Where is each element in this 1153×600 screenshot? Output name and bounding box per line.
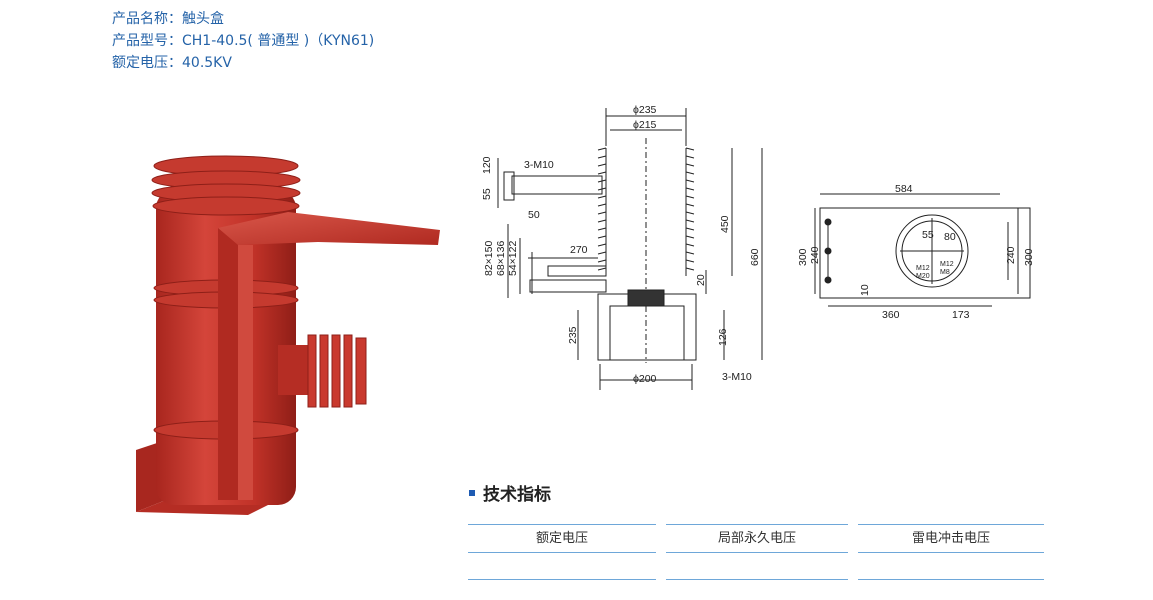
technical-drawing: ϕ235 ϕ215 3-M10 50 270 450 660 20 126 23… — [481, 104, 1035, 390]
dim-270: 270 — [570, 244, 588, 256]
product-info: 产品名称：触头盒 产品型号：CH1-40.5( 普通型 )（KYN61) 额定电… — [112, 8, 374, 74]
spec-value-cell — [858, 579, 1044, 580]
plan-240-right: 240 — [1005, 246, 1017, 264]
spec-title-text: 技术指标 — [483, 485, 551, 505]
product-name-label: 产品名称： — [112, 11, 182, 27]
spec-header-impulse-voltage: 雷电冲击电压 — [858, 524, 1044, 553]
dim-235-vertical: 235 — [567, 326, 579, 344]
dim-55: 55 — [481, 188, 493, 200]
thread-top: 3-M10 — [524, 159, 554, 171]
spec-value-row — [468, 579, 1044, 580]
plan-300-right: 300 — [1023, 248, 1035, 266]
dim-20: 20 — [695, 274, 707, 286]
dim-68x136: 68×136 — [495, 241, 507, 276]
plan-240-left: 240 — [809, 246, 821, 264]
product-photo — [136, 155, 440, 515]
spec-header-rated-voltage: 额定电压 — [468, 524, 656, 553]
product-voltage-row: 额定电压：40.5KV — [112, 52, 374, 74]
square-bullet-icon — [469, 490, 475, 496]
product-name-value: 触头盒 — [182, 11, 224, 27]
dim-450: 450 — [719, 215, 731, 233]
spec-section-title: 技术指标 — [469, 480, 551, 505]
plan-m20: M20 — [916, 273, 930, 280]
plan-55: 55 — [922, 229, 934, 241]
dim-215: ϕ215 — [633, 119, 657, 131]
thread-bottom: 3-M10 — [722, 371, 752, 383]
dim-82x150: 82×150 — [483, 241, 495, 276]
product-voltage-value: 40.5KV — [182, 55, 232, 71]
plan-173: 173 — [952, 309, 970, 321]
dim-50: 50 — [528, 209, 540, 221]
product-name-row: 产品名称：触头盒 — [112, 8, 374, 30]
plan-80: 80 — [944, 231, 956, 243]
plan-300-left: 300 — [797, 248, 809, 266]
spec-value-cell — [666, 579, 848, 580]
dim-235: ϕ235 — [633, 104, 657, 116]
plan-584: 584 — [895, 183, 913, 195]
spec-header-partial-voltage: 局部永久电压 — [666, 524, 848, 553]
product-model-row: 产品型号：CH1-40.5( 普通型 )（KYN61) — [112, 30, 374, 52]
plan-m8: M8 — [940, 269, 950, 276]
product-voltage-label: 额定电压： — [112, 55, 182, 71]
dim-660: 660 — [749, 248, 761, 266]
spec-header-row: 额定电压 局部永久电压 雷电冲击电压 — [468, 524, 1044, 553]
dim-200: ϕ200 — [633, 373, 657, 385]
dim-126: 126 — [717, 328, 729, 346]
dim-54x122: 54×122 — [507, 241, 519, 276]
plan-360: 360 — [882, 309, 900, 321]
product-model-value: CH1-40.5( 普通型 )（KYN61) — [182, 33, 375, 49]
plan-m12b: M12 — [940, 261, 954, 268]
product-model-label: 产品型号： — [112, 33, 182, 49]
spec-table: 额定电压 局部永久电压 雷电冲击电压 — [468, 524, 1044, 580]
dim-120: 120 — [481, 156, 493, 174]
spec-value-cell — [468, 579, 656, 580]
plan-10: 10 — [859, 284, 871, 296]
plan-m12: M12 — [916, 265, 930, 272]
